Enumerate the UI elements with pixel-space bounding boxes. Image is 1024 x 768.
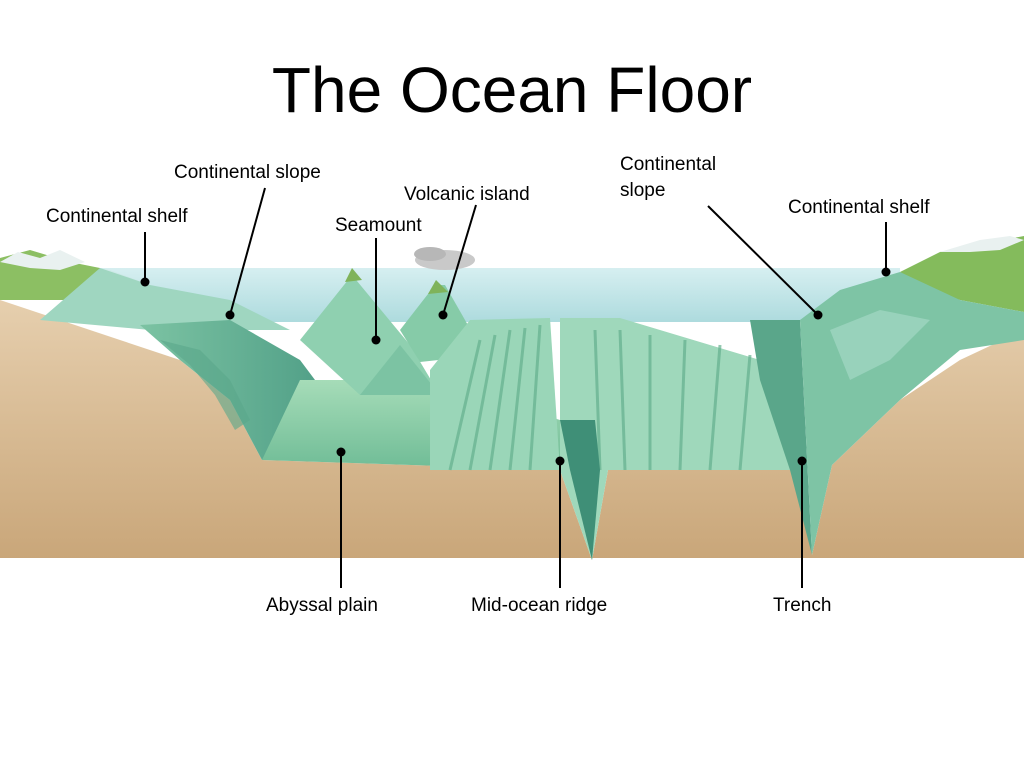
sediment-layer [0,300,1024,560]
label-seamount: Seamount [335,215,422,236]
label-continental-slope-left: Continental slope [174,162,321,183]
label-trench: Trench [773,595,832,616]
ridge-ribs [448,324,752,471]
marker-abyssal-plain [336,447,346,457]
ridge-right-block [560,318,790,560]
label-mid-ocean-ridge: Mid-ocean ridge [471,595,608,616]
label-continental-slope-right-line2: slope [620,179,666,201]
label-continental-shelf-left: Continental shelf [46,206,188,227]
label-volcanic-island: Volcanic island [404,184,530,205]
ridge-left-block [430,318,560,470]
trench-wall [750,320,812,555]
label-abyssal-plain: Abyssal plain [266,595,378,616]
marker-trench [797,456,807,466]
marker-continental-slope-right [813,310,823,320]
label-continental-slope-right-line1: Continental [620,154,717,175]
marker-continental-shelf-left [140,277,150,287]
label-continental-slope-right: Continental slope [620,152,760,203]
right-land [900,236,1024,312]
marker-volcanic-island [438,310,448,320]
ocean-water [100,268,900,322]
page-title: The Ocean Floor [271,54,753,126]
leader-continental-slope-right [707,205,819,316]
marker-continental-shelf-right [881,267,891,277]
label-continental-shelf-right: Continental shelf [788,197,930,218]
marker-mid-ocean-ridge [555,456,565,466]
ridge-rift [560,420,600,560]
leader-volcanic-island [442,204,477,316]
marker-continental-slope-left [225,310,235,320]
marker-seamount [371,335,381,345]
leader-continental-slope-left [229,187,266,316]
